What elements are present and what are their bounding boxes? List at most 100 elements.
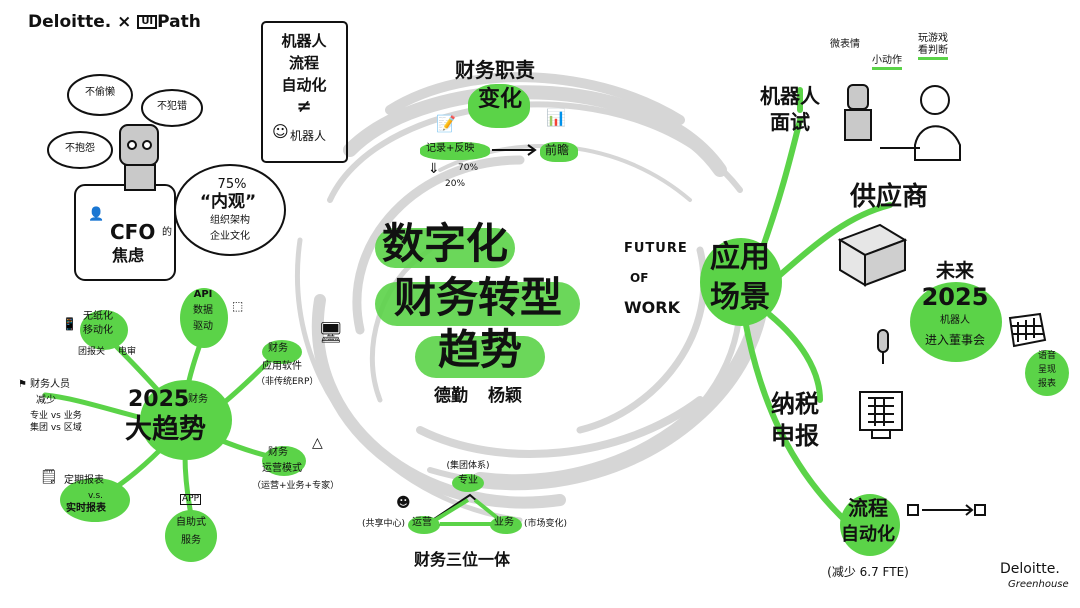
record-blob [420, 142, 490, 160]
node-software-3: （非传统ERP） [256, 377, 319, 387]
center-author: 德勤 杨颖 [434, 386, 522, 406]
document-icon: 📝 [436, 114, 456, 133]
future-label-1: FUTURE [624, 241, 688, 256]
center-title-1: 数字化 [381, 219, 509, 268]
right-hub-1: 应用 [710, 240, 770, 275]
insight-pct: 75% [217, 177, 247, 192]
board-blob [910, 282, 1002, 362]
node-staff-1: 财务人员 [30, 379, 70, 390]
brand-path: Path [157, 12, 201, 32]
center-title-3: 趋势 [437, 325, 523, 374]
node-staff-2: 减少 [36, 395, 56, 406]
uipath-logo-icon: UI [137, 14, 158, 30]
bubble-no-mistake: 不犯错 [157, 101, 187, 112]
interview-illustration [844, 84, 961, 161]
tax-2: 申报 [771, 422, 819, 450]
title-blob-1 [375, 228, 515, 268]
paperless-blob [80, 310, 128, 350]
insight-bubble [174, 164, 286, 256]
trinity-right: 业务 [494, 517, 514, 528]
bubble-no-lazy: 不偷懒 [85, 87, 115, 98]
node-api-1: API [193, 289, 213, 300]
api-blob [180, 288, 228, 348]
node-api-3: 驱动 [193, 321, 213, 332]
brand-deloitte: Deloitte. [28, 12, 112, 32]
bubble-no-complain: 不抱怨 [65, 143, 95, 154]
node-report-1: 定期报表 [64, 475, 104, 486]
box-illustration [837, 223, 908, 287]
node-self-1: 自助式 [176, 517, 206, 528]
trinity-top-sub: (集团体系) [446, 461, 490, 471]
robot-illustration [119, 124, 159, 191]
cube-icon: ⬚ [232, 299, 244, 313]
rpa-not-equal: ≠ [296, 96, 312, 117]
network-icon: △ [312, 435, 323, 451]
right-hub-2: 场景 [710, 280, 770, 315]
ops-blob [262, 446, 306, 476]
trinity-top-blob [452, 474, 484, 492]
future-label-3: WORK [624, 298, 680, 317]
node-ops-1: 财务 [268, 447, 288, 458]
pct-20: 20% [445, 179, 466, 189]
rpa-line-2: 流程 [288, 54, 320, 72]
trinity-left: 运营 [412, 517, 432, 528]
node-report-3: 实时报表 [66, 503, 106, 514]
trinity-right-blob [490, 516, 522, 534]
right-hub-blob [700, 238, 782, 326]
insight-culture: 企业文化 [210, 231, 250, 242]
trinity-right-sub: (市场变化) [524, 519, 568, 529]
board-2: 2025 [921, 283, 989, 311]
board-1: 未来 [935, 260, 975, 282]
supplier: 供应商 [850, 182, 929, 212]
cfo-label: CFO [110, 220, 156, 244]
node-api-2: 数据 [193, 305, 213, 316]
interview-label-b: 小动作 [872, 55, 902, 70]
node-paperless-sub1: 团报关 [78, 347, 106, 357]
rpa-line-1: 机器人 [281, 32, 327, 50]
brand-x: × [117, 12, 132, 32]
process-arrow [907, 504, 986, 516]
title-blob-2 [375, 282, 580, 326]
voice-1: 语音 [1037, 351, 1057, 361]
board-3: 机器人 [940, 315, 970, 326]
monitor-icon: 🖥 [318, 320, 344, 344]
left-hub-year: 2025 [128, 387, 190, 412]
voice-blob [1025, 350, 1069, 396]
node-paperless-1: 无纸化 [83, 311, 113, 322]
app-icon: APP [180, 494, 202, 506]
center-title-2: 财务转型 [393, 273, 563, 322]
trinity-top: 专业 [458, 475, 478, 486]
right-hub-branches [742, 117, 893, 528]
report-grid-illustration [1008, 312, 1047, 348]
report-blob [60, 478, 130, 522]
process-1: 流程 [848, 496, 888, 520]
down-arrow-icon: ⇓ [428, 161, 440, 177]
process-2: 自动化 [841, 524, 895, 545]
left-hub-blob [140, 380, 232, 460]
speech-bubble-1 [67, 74, 133, 116]
speech-bubble-3 [47, 131, 113, 169]
rpa-robot-label: 机器人 [290, 129, 327, 143]
insight-org: 组织架构 [210, 215, 250, 226]
microphone-illustration [877, 329, 889, 364]
node-software-1: 财务 [268, 343, 288, 354]
node-staff-3: 专业 vs 业务 [30, 411, 82, 421]
foresight-blob [540, 142, 578, 162]
interview-label-c2: 看判断 [918, 45, 948, 60]
computer-illustration [859, 391, 903, 439]
future-label-2: OF [630, 271, 649, 285]
node-ops-3: （运营+业务+专家） [252, 481, 340, 491]
title-blob-3 [415, 336, 545, 378]
tax-1: 纳税 [771, 390, 819, 418]
left-hub-finance: 财务 [188, 394, 208, 405]
foresight-label: 前瞻 [545, 143, 570, 157]
interview-2: 面试 [770, 110, 810, 134]
node-staff-4: 集团 vs 区域 [30, 423, 82, 433]
node-report-2: v.s. [88, 491, 104, 501]
duty-blob [468, 84, 530, 128]
node-self-2: 服务 [181, 535, 201, 546]
duty-arrow [492, 144, 537, 156]
